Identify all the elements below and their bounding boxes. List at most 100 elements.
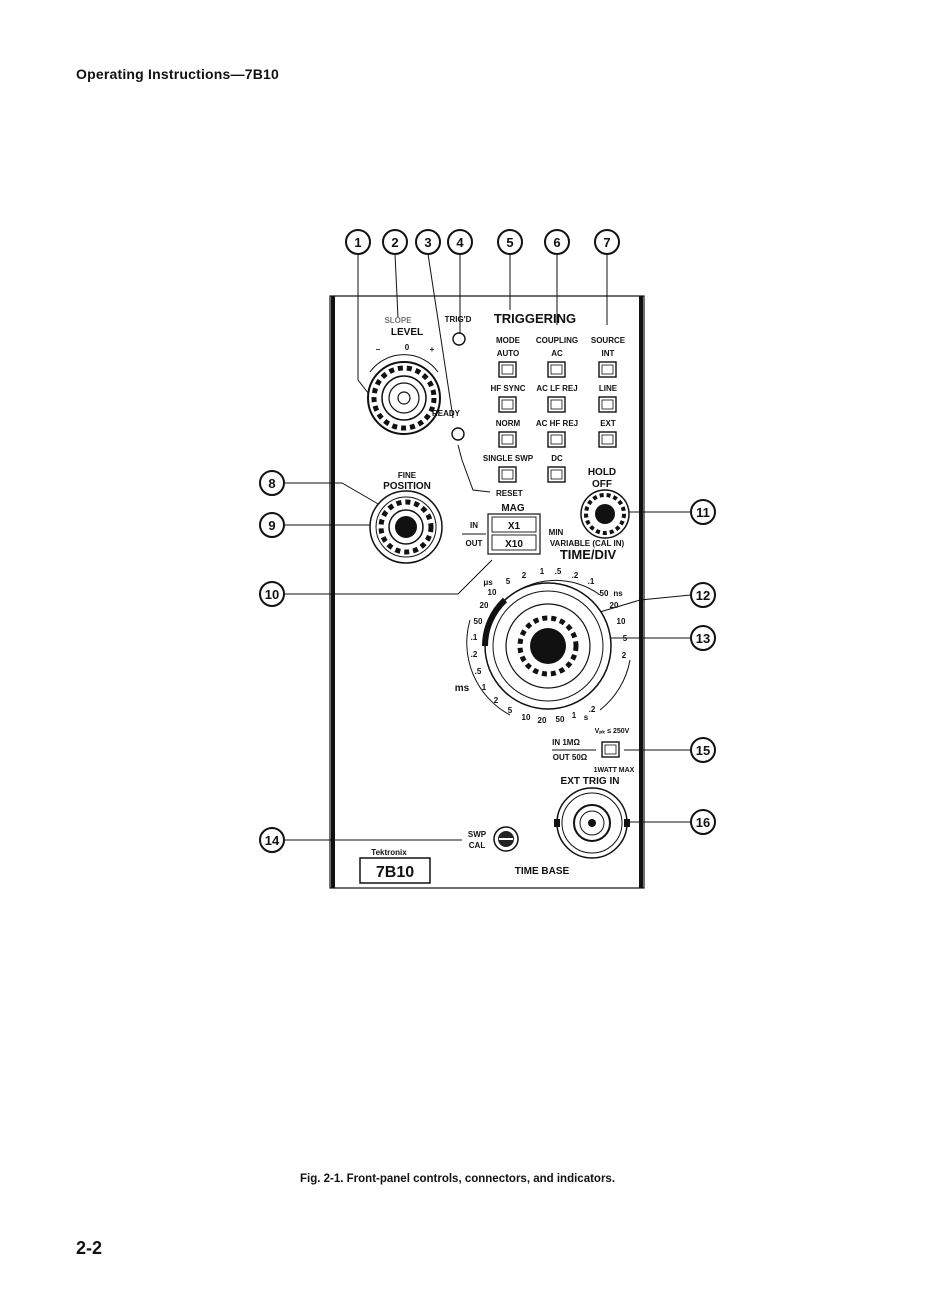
cal-label: CAL — [469, 841, 486, 850]
dial-label: 5 — [508, 706, 513, 715]
slope-label: SLOPE — [384, 316, 412, 325]
watt-label: 1WATT MAX — [594, 767, 635, 774]
ext-trig-bnc-connector[interactable] — [554, 787, 630, 859]
page-number: 2-2 — [76, 1238, 103, 1258]
position-label: POSITION — [383, 481, 431, 492]
position-knob[interactable] — [369, 490, 443, 564]
coupling-button-dc[interactable]: DC — [547, 454, 566, 483]
coupling-button-ac-hf-rej[interactable]: AC HF REJ — [536, 419, 578, 448]
level-zero: 0 — [405, 343, 410, 352]
dial-label: 2 — [522, 571, 527, 580]
callout-1: 1 — [345, 229, 371, 255]
trigd-label: TRIG'D — [445, 315, 472, 324]
svg-text:4: 4 — [456, 235, 464, 250]
timediv-label: TIME/DIV — [560, 547, 617, 562]
mag-x1-label: X1 — [508, 521, 521, 532]
vpk-label: Vₚₖ ≤ 250V — [595, 728, 630, 735]
mode-button-auto[interactable]: AUTO — [497, 349, 520, 378]
brand-label: Tektronix — [371, 848, 407, 857]
coupling-button-ac[interactable]: AC — [547, 349, 566, 378]
source-button-ext[interactable]: EXT — [598, 419, 617, 448]
dial-label: 50 — [600, 589, 609, 598]
dial-label: 1 — [540, 567, 545, 576]
fine-label: FINE — [398, 471, 417, 480]
source-button-line[interactable]: LINE — [598, 384, 618, 413]
callout-11: 11 — [690, 499, 716, 525]
level-minus: – — [376, 345, 381, 354]
source-int-label: INT — [602, 349, 615, 358]
dial-label: 5 — [506, 577, 511, 586]
model-label: 7B10 — [376, 864, 414, 881]
dial-label: .5 — [475, 667, 482, 676]
dial-label: 10 — [617, 617, 626, 626]
level-plus: + — [430, 345, 435, 354]
panel-frame — [329, 295, 645, 889]
dial-label: .2 — [572, 571, 579, 580]
level-label: LEVEL — [391, 327, 423, 338]
callout-14: 14 — [259, 827, 285, 853]
mode-button-single-swp[interactable]: SINGLE SWP — [483, 454, 534, 483]
svg-text:9: 9 — [268, 518, 275, 533]
mode-auto-label: AUTO — [497, 349, 520, 358]
model-nameplate: 7B10 — [359, 857, 431, 884]
dial-label: 2 — [494, 696, 499, 705]
source-line-label: LINE — [599, 384, 618, 393]
mode-norm-label: NORM — [496, 419, 521, 428]
level-knob[interactable] — [367, 354, 441, 435]
mag-in-label: IN — [470, 521, 478, 530]
coupling-ac-label: AC — [551, 349, 563, 358]
dial-label: .5 — [555, 567, 562, 576]
dial-label: 1 — [482, 683, 487, 692]
swp-cal-screwdriver-adjust[interactable] — [493, 826, 519, 852]
coupling-button-ac-lf-rej[interactable]: AC LF REJ — [536, 384, 578, 413]
leader-lines — [284, 253, 692, 841]
dial-label: 20 — [610, 601, 619, 610]
svg-text:2: 2 — [391, 235, 398, 250]
mode-single-swp-label: SINGLE SWP — [483, 454, 534, 463]
dial-label: 20 — [480, 601, 489, 610]
coupling-label: COUPLING — [536, 336, 578, 345]
callout-4: 4 — [447, 229, 473, 255]
mode-button-hf-sync[interactable]: HF SYNC — [490, 384, 526, 413]
swp-label: SWP — [468, 830, 487, 839]
ext-in-label: IN 1MΩ — [552, 738, 580, 747]
figure-caption: Fig. 2-1. Front-panel controls, connecto… — [300, 1173, 616, 1185]
dial-label: 5 — [623, 634, 628, 643]
mode-button-norm[interactable]: NORM — [496, 419, 521, 448]
callout-7: 7 — [594, 229, 620, 255]
holdoff-knob[interactable] — [580, 489, 630, 539]
ext-trig-in-label: EXT TRIG IN — [561, 776, 620, 787]
svg-text:12: 12 — [696, 588, 710, 603]
dial-label: .1 — [588, 577, 595, 586]
source-ext-label: EXT — [600, 419, 616, 428]
time-base-label: TIME BASE — [515, 866, 570, 877]
ext-out-label: OUT 50Ω — [553, 753, 588, 762]
dial-label: 20 — [538, 716, 547, 725]
source-button-int[interactable]: INT — [598, 349, 617, 378]
callout-2: 2 — [382, 229, 408, 255]
svg-text:16: 16 — [696, 815, 710, 830]
dial-label: .2 — [471, 650, 478, 659]
svg-text:13: 13 — [696, 631, 710, 646]
callout-10: 10 — [259, 581, 285, 607]
mag-switch[interactable]: X1 X10 — [487, 513, 541, 555]
callout-3: 3 — [415, 229, 441, 255]
dial-label: 50 — [474, 617, 483, 626]
callout-13: 13 — [690, 625, 716, 651]
mag-out-label: OUT — [466, 539, 483, 548]
coupling-ac-lf-rej-label: AC LF REJ — [536, 384, 577, 393]
svg-text:14: 14 — [265, 833, 280, 848]
min-label: MIN — [549, 528, 564, 537]
dial-label: .1 — [471, 633, 478, 642]
dial-label: 10 — [522, 713, 531, 722]
ms-unit-label: ms — [455, 683, 470, 694]
impedance-button[interactable] — [601, 741, 620, 758]
hold-label: HOLD — [588, 467, 616, 478]
reset-label: RESET — [496, 489, 523, 498]
mode-label: MODE — [496, 336, 521, 345]
timediv-dial[interactable] — [466, 579, 631, 716]
svg-text:3: 3 — [424, 235, 431, 250]
svg-text:5: 5 — [506, 235, 513, 250]
callout-6: 6 — [544, 229, 570, 255]
callout-9: 9 — [259, 512, 285, 538]
